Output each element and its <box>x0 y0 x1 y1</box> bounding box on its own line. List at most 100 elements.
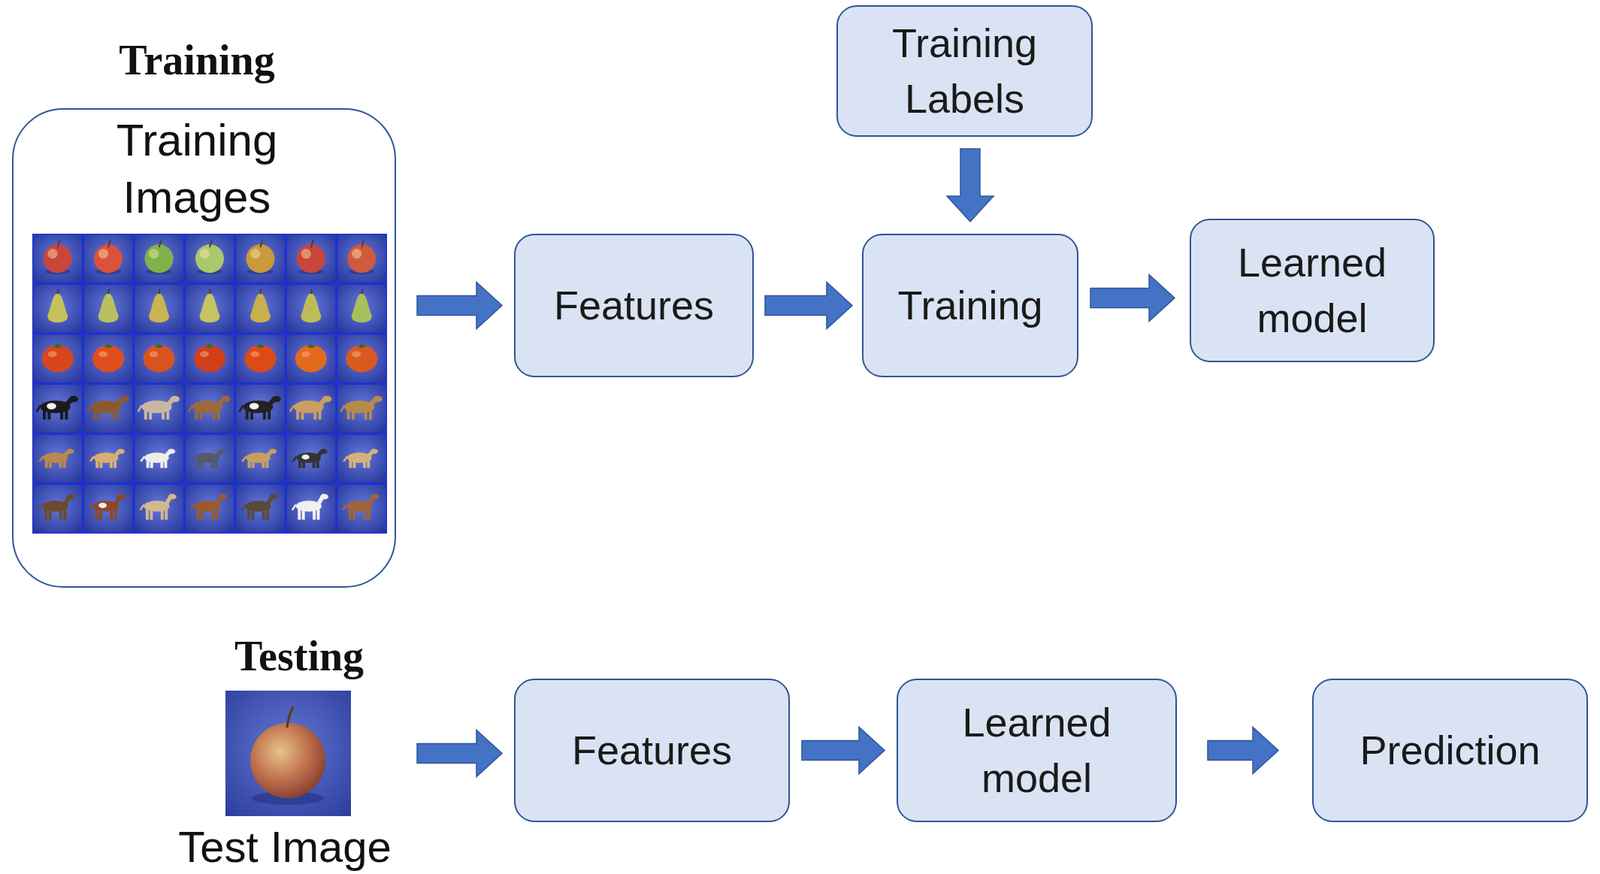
stem <box>209 240 212 249</box>
process-box: Training <box>862 233 1079 378</box>
highlight <box>250 350 260 357</box>
stem <box>159 289 161 294</box>
tomato <box>143 344 176 373</box>
cell-ground <box>84 284 133 333</box>
text-slot: Testing <box>186 631 412 682</box>
grid-cell <box>33 235 82 284</box>
cell-ground <box>84 384 133 433</box>
grid-cell <box>134 235 183 284</box>
leg <box>348 508 352 520</box>
grid-cell <box>185 335 234 384</box>
cell-ground <box>134 235 183 284</box>
cell-ground <box>337 384 386 433</box>
grid-cell <box>185 435 234 484</box>
cell-ground <box>185 284 234 333</box>
tail <box>241 505 245 511</box>
stem <box>260 240 263 249</box>
grid-cell <box>287 235 336 284</box>
head <box>322 396 333 403</box>
head <box>119 396 130 403</box>
grid-cell <box>235 235 285 284</box>
tail <box>188 405 193 412</box>
tail <box>293 456 297 462</box>
highlight <box>199 248 210 259</box>
leg <box>145 508 149 520</box>
leg <box>367 508 371 520</box>
text-slot: Training Images <box>69 111 325 227</box>
highlight <box>148 248 159 259</box>
tail <box>191 456 196 462</box>
leg <box>297 508 301 520</box>
image-group: TrainingTraining Images <box>12 30 397 588</box>
calyx <box>103 343 113 348</box>
cell-ground <box>287 484 336 533</box>
cell-ground <box>287 284 336 333</box>
tail <box>343 456 348 462</box>
grid-cell <box>185 284 234 333</box>
cell-ground <box>33 284 82 333</box>
leg <box>316 508 320 520</box>
stem <box>209 289 211 294</box>
apple <box>93 244 123 273</box>
calyx <box>53 343 63 348</box>
cell-ground <box>33 235 82 284</box>
section-heading: Training <box>69 35 325 86</box>
grid-cell <box>287 284 336 333</box>
grid-cell <box>134 384 183 433</box>
pear <box>98 293 119 324</box>
cell-ground <box>185 484 234 533</box>
box-label: Learned model <box>1206 235 1419 346</box>
grid-cell <box>84 484 133 533</box>
tail <box>292 505 297 511</box>
tail <box>241 456 246 462</box>
grid-cell <box>337 335 386 384</box>
cell-ground <box>235 284 285 333</box>
cell-ground <box>337 284 386 333</box>
grid-cell <box>235 484 285 533</box>
grid-cell <box>185 384 234 433</box>
pear <box>250 293 271 324</box>
tail <box>190 505 195 511</box>
calyx <box>255 343 265 348</box>
stem <box>108 240 111 249</box>
grid-cell <box>337 384 386 433</box>
stem <box>311 240 314 249</box>
pear <box>199 293 221 324</box>
grid-cell <box>235 335 285 384</box>
apple <box>245 244 275 273</box>
highlight <box>351 248 362 259</box>
cell-ground <box>134 284 183 333</box>
test-image <box>225 690 351 817</box>
tail <box>90 456 94 462</box>
cell-ground <box>235 435 285 484</box>
block-arrow <box>801 727 885 775</box>
stem <box>361 240 364 249</box>
highlight <box>47 248 58 259</box>
text-slot: Test Image <box>149 825 421 869</box>
head <box>69 396 79 403</box>
cell-ground <box>84 335 133 384</box>
cell-ground <box>84 484 133 533</box>
head <box>117 448 125 454</box>
process-box: Prediction <box>1312 678 1588 823</box>
cell-ground <box>337 235 386 284</box>
calyx <box>356 343 366 348</box>
tail <box>87 405 91 412</box>
cell-ground <box>337 335 386 384</box>
head <box>217 448 226 454</box>
head <box>117 493 126 500</box>
training-image-grid <box>32 233 388 534</box>
cell-ground <box>84 235 133 284</box>
spot <box>98 502 107 509</box>
tail <box>39 456 44 462</box>
pear <box>47 293 68 324</box>
process-box: Features <box>514 233 754 378</box>
block-arrow <box>1207 727 1279 775</box>
stem <box>311 289 312 294</box>
text-slot: Training <box>69 35 325 86</box>
leg <box>266 508 270 520</box>
stem <box>57 289 59 294</box>
stem <box>159 240 162 249</box>
cell-ground <box>185 435 234 484</box>
